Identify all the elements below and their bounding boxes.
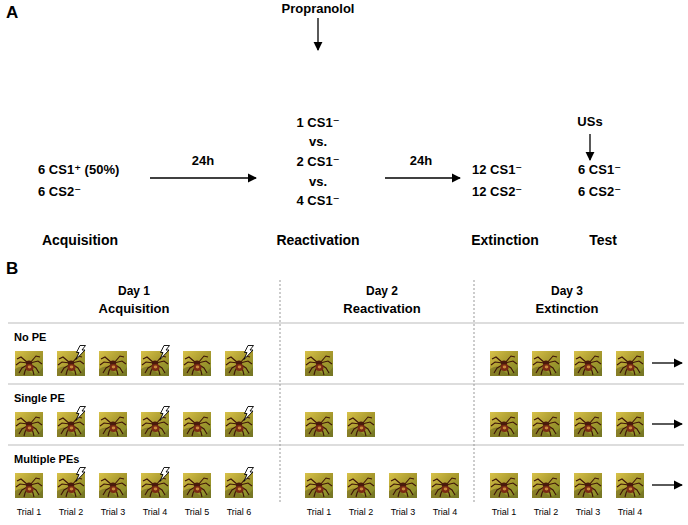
panel-letter: A — [6, 3, 18, 23]
spider-picture — [183, 412, 211, 437]
trial-label: Trial 1 — [307, 507, 332, 517]
condition-label: Multiple PEs — [14, 453, 79, 466]
row-divider — [8, 384, 684, 385]
shock-symbol — [244, 407, 254, 421]
shock-symbol — [76, 407, 86, 421]
spider-picture — [305, 473, 333, 498]
condition-label: No PE — [14, 331, 46, 344]
phase-name: Acquisition — [99, 302, 170, 317]
spider-picture — [347, 412, 375, 437]
spider-picture — [389, 473, 417, 498]
continue-arrow — [652, 362, 682, 363]
trial-label: Trial 1 — [17, 507, 42, 517]
continue-arrow — [652, 484, 682, 485]
stimulus-row — [15, 468, 682, 499]
delay-arrow — [385, 177, 460, 178]
spider-picture — [99, 473, 127, 498]
spider-picture — [574, 351, 602, 376]
us-arrow — [589, 134, 590, 160]
trial-label: Trial 2 — [59, 507, 84, 517]
spider-picture — [15, 351, 43, 376]
trial-label: Trial 3 — [576, 507, 601, 517]
row-divider — [8, 445, 684, 446]
shock-symbol — [244, 468, 254, 482]
shock-symbol — [160, 468, 170, 482]
stimulus-row — [15, 346, 682, 377]
shock-symbol — [160, 407, 170, 421]
delay-label: 24h — [192, 154, 214, 169]
trial-count: 6 CS1⁺ (50%) — [38, 163, 119, 178]
spider-picture — [15, 412, 43, 437]
phase-name: Test — [589, 232, 617, 248]
shock-symbol — [160, 346, 170, 360]
trial-label: Trial 6 — [227, 507, 252, 517]
spider-picture — [616, 412, 644, 437]
trial-count: 12 CS2⁻ — [472, 185, 522, 200]
delay-arrow — [150, 177, 256, 178]
spider-picture — [99, 412, 127, 437]
day-heading: Day 2 — [366, 285, 398, 299]
trial-label: Trial 5 — [185, 507, 210, 517]
trial-label: Trial 1 — [492, 507, 517, 517]
spider-picture — [490, 351, 518, 376]
spider-picture — [616, 473, 644, 498]
panel-letter: B — [6, 259, 18, 279]
spider-picture — [616, 351, 644, 376]
phase-name: Extinction — [471, 232, 539, 248]
spider-picture — [183, 351, 211, 376]
drug-arrow — [317, 18, 318, 50]
trial-label: Trial 4 — [433, 507, 458, 517]
spider-picture — [574, 412, 602, 437]
row-divider — [8, 323, 684, 324]
spider-picture — [532, 473, 560, 498]
trial-label: Trial 4 — [143, 507, 168, 517]
day-heading: Day 1 — [118, 285, 150, 299]
stimulus-row — [15, 407, 682, 438]
spider-picture — [347, 473, 375, 498]
trial-label: Trial 3 — [101, 507, 126, 517]
shock-symbol — [244, 346, 254, 360]
spider-picture — [305, 351, 333, 376]
spider-picture — [99, 351, 127, 376]
day-heading: Day 3 — [551, 285, 583, 299]
phase-name: Acquisition — [42, 232, 118, 248]
shock-symbol — [76, 468, 86, 482]
spider-picture — [490, 473, 518, 498]
phase-name: Extinction — [536, 302, 599, 317]
us-label: USs — [577, 115, 602, 130]
comparison-word: vs. — [309, 175, 327, 190]
spider-picture — [305, 412, 333, 437]
trial-count: 2 CS1⁻ — [297, 155, 340, 170]
comparison-word: vs. — [309, 135, 327, 150]
trial-count: 12 CS1⁻ — [472, 163, 522, 178]
phase-name: Reactivation — [276, 232, 359, 248]
trial-count: 4 CS1⁻ — [297, 194, 340, 209]
trial-label: Trial 4 — [618, 507, 643, 517]
phase-name: Reactivation — [343, 302, 420, 317]
spider-picture — [532, 351, 560, 376]
spider-picture — [15, 473, 43, 498]
trial-count: 6 CS2⁻ — [578, 185, 621, 200]
day-separator — [280, 280, 281, 503]
spider-picture — [431, 473, 459, 498]
spider-picture — [574, 473, 602, 498]
day-separator — [474, 280, 475, 503]
shock-symbol — [76, 346, 86, 360]
trial-count: 1 CS1⁻ — [297, 116, 340, 131]
spider-picture — [183, 473, 211, 498]
delay-label: 24h — [410, 154, 432, 169]
drug-label: Propranolol — [282, 2, 355, 17]
trial-label: Trial 3 — [391, 507, 416, 517]
trial-count: 6 CS2⁻ — [38, 185, 81, 200]
trial-count: 6 CS1⁻ — [578, 163, 621, 178]
trial-label: Trial 2 — [349, 507, 374, 517]
continue-arrow — [652, 423, 682, 424]
spider-picture — [490, 412, 518, 437]
condition-label: Single PE — [14, 392, 65, 405]
trial-label: Trial 2 — [534, 507, 559, 517]
spider-picture — [532, 412, 560, 437]
